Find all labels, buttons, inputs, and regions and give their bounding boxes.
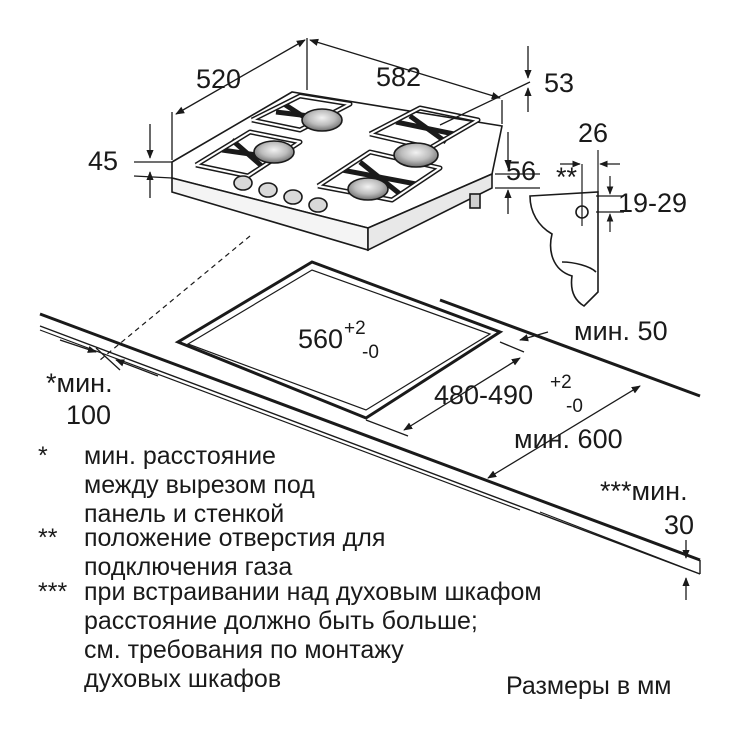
note-3-line-1: при встраивании над духовым шкафом bbox=[84, 578, 542, 606]
burner-rear-right bbox=[393, 142, 439, 168]
hob-side-edge bbox=[367, 172, 493, 252]
burner-rear-left bbox=[301, 108, 343, 132]
dim-520: 520 bbox=[196, 64, 241, 94]
dim-560-tol-minus: -0 bbox=[362, 342, 379, 363]
hob-dimension-lines bbox=[133, 38, 540, 214]
dim-56: 56 bbox=[506, 156, 536, 186]
dim-gas-marker: ** bbox=[556, 162, 578, 192]
note-1-line-1: мин. расстояние bbox=[84, 442, 276, 470]
dim-min-100-label: *мин. bbox=[46, 368, 113, 398]
note-2-line-2: подключения газа bbox=[84, 553, 292, 581]
gas-connector bbox=[469, 193, 481, 209]
dim-560-tol-plus: +2 bbox=[344, 318, 366, 339]
dim-min-100-value: 100 bbox=[66, 400, 111, 430]
dim-min-600: мин. 600 bbox=[514, 424, 623, 454]
dim-480-490-tol-plus: +2 bbox=[550, 372, 572, 393]
dim-480-490-tol-minus: -0 bbox=[566, 396, 583, 417]
note-2-line-1: положение отверстия для bbox=[84, 524, 385, 552]
note-1-mark: * bbox=[38, 442, 48, 470]
dim-582: 582 bbox=[376, 62, 421, 92]
note-3-mark: *** bbox=[38, 578, 67, 606]
dim-19-29: 19-29 bbox=[618, 188, 687, 218]
dim-min-50: мин. 50 bbox=[574, 316, 668, 346]
gas-inlet-detail bbox=[529, 150, 624, 308]
units-label: Размеры в мм bbox=[506, 672, 671, 700]
note-2-mark: ** bbox=[38, 524, 58, 552]
note-1-line-2: между вырезом под bbox=[84, 471, 315, 499]
note-3-line-3: см. требования по монтажу bbox=[84, 636, 404, 664]
burner-front-right bbox=[347, 177, 389, 201]
dim-min-30-label: ***мин. bbox=[600, 476, 688, 506]
burner-front-left bbox=[253, 140, 295, 164]
dim-min-30-value: 30 bbox=[664, 510, 694, 540]
control-knobs bbox=[233, 175, 328, 213]
notes-legend: * мин. расстояние между вырезом под пане… bbox=[38, 442, 542, 693]
dim-26: 26 bbox=[578, 118, 608, 148]
dim-53: 53 bbox=[544, 68, 574, 98]
note-3-line-2: расстояние должно быть больше; bbox=[84, 607, 478, 635]
note-1-line-3: панель и стенкой bbox=[84, 500, 284, 528]
worktop-back-line bbox=[439, 298, 701, 398]
worktop-cutout bbox=[174, 260, 504, 420]
dim-560: 560 bbox=[298, 324, 343, 354]
note-3-line-4: духовых шкафов bbox=[84, 665, 281, 693]
dim-480-490: 480-490 bbox=[434, 380, 533, 410]
hob-drawing bbox=[99, 91, 503, 361]
dim-45: 45 bbox=[88, 146, 118, 176]
worktop-dimension-lines bbox=[59, 331, 690, 600]
